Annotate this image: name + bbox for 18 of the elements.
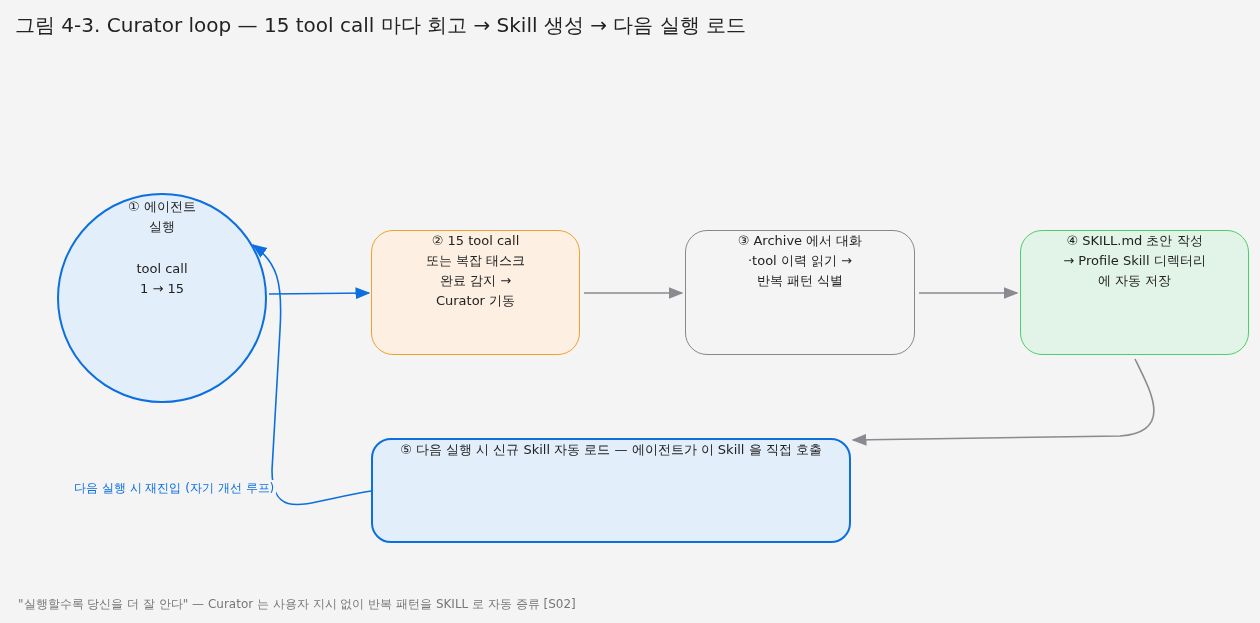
node-text: ⑤ 다음 실행 시 신규 Skill 자동 로드 — 에이전트가 이 Skill 을 직접 호출	[399, 441, 823, 459]
arrow	[268, 287, 371, 300]
node-text: ② 15 tool call 또는 복잡 태스크 완료 감지 → Curator 기동	[424, 232, 527, 310]
arrow	[251, 244, 372, 506]
node-text: tool call 1 → 15	[135, 260, 189, 298]
node-text: ④ SKILL.md 초안 작성 → Profile Skill 디렉터리 에 자동 저장	[1062, 232, 1207, 290]
process-box	[685, 230, 915, 355]
process-box	[1020, 230, 1249, 355]
node-text: ① 에이전트 실행	[127, 198, 197, 236]
edge-label: 다음 실행 시 재진입 (자기 개선 루프)	[72, 480, 277, 496]
process-box	[371, 230, 580, 355]
process-box	[371, 438, 851, 543]
caption: "실행할수록 당신을 더 잘 안다" — Curator 는 사용자 지시 없이 반복 패턴을 SKILL 로 자동 증류 [S02]	[18, 596, 576, 613]
arrow	[851, 358, 1155, 446]
arrow	[918, 287, 1019, 299]
arrow	[583, 287, 684, 299]
title: 그림 4-3. Curator loop — 15 tool call 마다 회고 → Skill 생성 → 다음 실행 로드	[15, 12, 747, 39]
node-text: ③ Archive 에서 대화·tool 이력 읽기 → 반복 패턴 식별	[736, 232, 864, 290]
